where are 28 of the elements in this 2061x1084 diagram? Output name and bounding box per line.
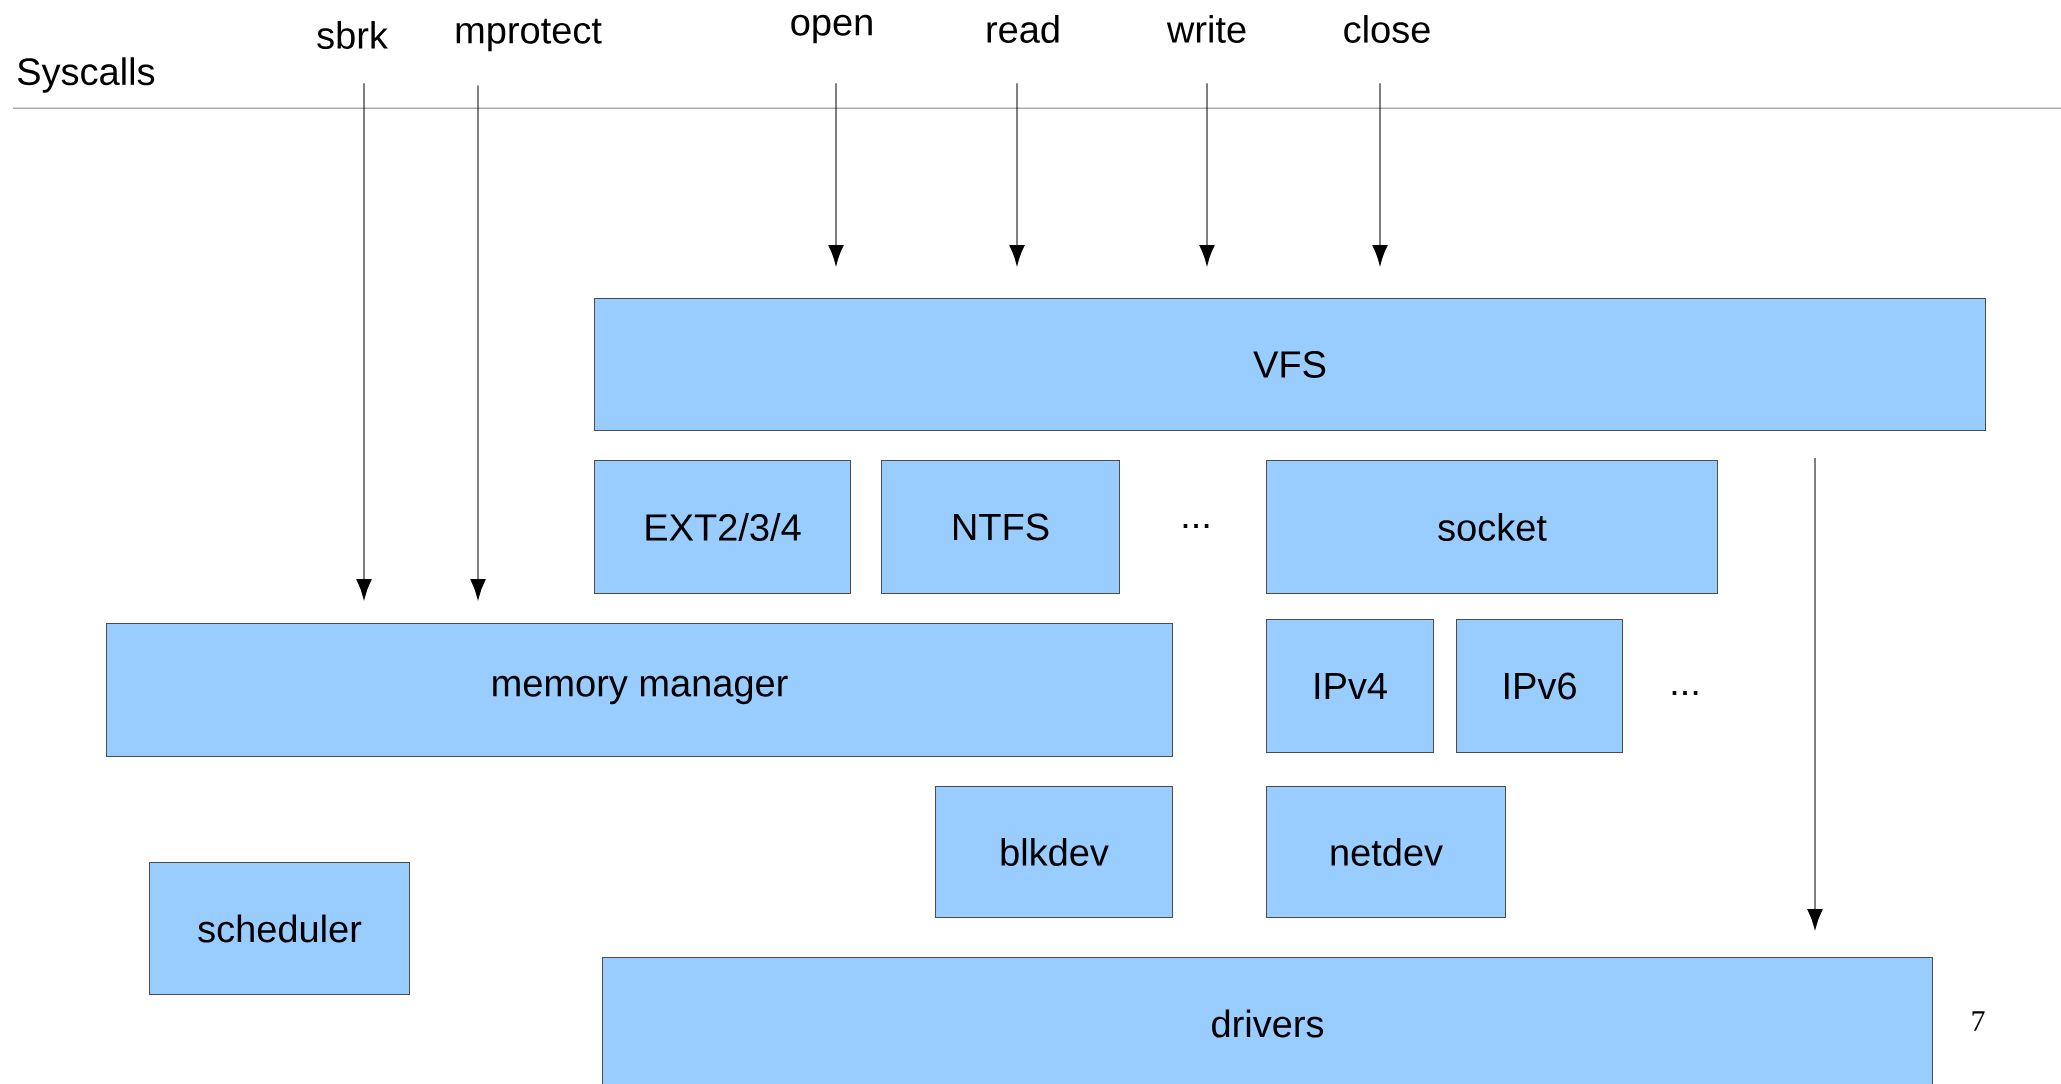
page-number: 7: [1972, 1011, 1985, 1031]
arrow: [1372, 82, 1388, 266]
process-box: blkdev: [935, 786, 1173, 918]
arrow: [356, 82, 372, 600]
arrow: [470, 84, 486, 600]
syscall-label: open: [791, 14, 872, 44]
process-box: scheduler: [149, 862, 410, 995]
syscall-label: read: [987, 15, 1059, 43]
layer-label: Syscalls: [17, 57, 155, 93]
process-box: EXT2/3/4: [594, 460, 851, 594]
process-box: socket: [1266, 460, 1718, 594]
ellipsis-label: ...: [1672, 690, 1698, 696]
process-box: IPv6: [1456, 619, 1623, 753]
process-box: drivers: [602, 957, 1933, 1084]
syscall-label: close: [1344, 15, 1430, 43]
arrow: [1009, 82, 1025, 266]
ellipsis-label: ...: [1183, 523, 1209, 529]
process-box: memory manager: [106, 623, 1173, 757]
syscall-label: write: [1166, 15, 1246, 43]
arrow: [1199, 82, 1215, 266]
process-box: NTFS: [881, 460, 1120, 594]
process-box: netdev: [1266, 786, 1506, 918]
syscall-label: sbrk: [317, 21, 388, 49]
process-box: VFS: [594, 298, 1986, 431]
arrow: [1807, 457, 1823, 930]
arrow: [828, 82, 844, 266]
process-box: IPv4: [1266, 619, 1434, 753]
syscall-label: mprotect: [456, 18, 602, 52]
